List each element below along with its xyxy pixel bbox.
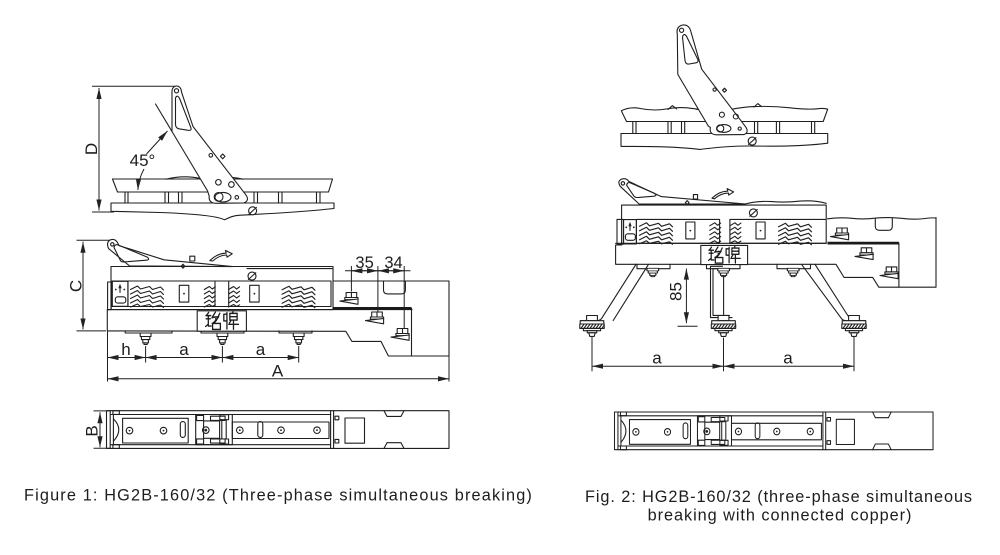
svg-text:C: C	[67, 280, 86, 292]
svg-text:a: a	[652, 349, 662, 368]
svg-text:breaking with connected copper: breaking with connected copper)	[648, 507, 913, 525]
svg-text:a: a	[783, 349, 793, 368]
svg-text:a: a	[179, 340, 189, 359]
svg-text:35: 35	[355, 254, 373, 272]
svg-text:D: D	[82, 143, 101, 155]
svg-text:45°: 45°	[130, 151, 156, 170]
svg-text:85: 85	[667, 282, 686, 301]
svg-text:a: a	[256, 340, 266, 359]
svg-text:h: h	[121, 340, 130, 359]
svg-text:B: B	[83, 425, 102, 436]
svg-text:A: A	[272, 362, 284, 381]
svg-text:Fig. 2: HG2B-160/32 (three-pha: Fig. 2: HG2B-160/32 (three-phase simulta…	[585, 488, 973, 506]
svg-text:34: 34	[384, 254, 402, 272]
svg-text:Figure 1: HG2B-160/32 (Three-p: Figure 1: HG2B-160/32 (Three-phase simul…	[24, 487, 533, 505]
